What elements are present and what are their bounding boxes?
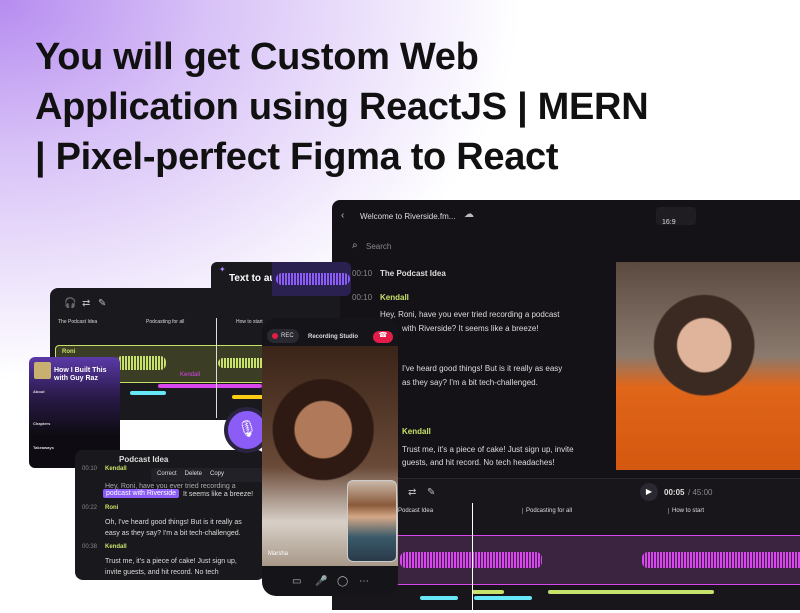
aspect-label: 16:9 [662, 219, 676, 226]
headline-line-3: | Pixel-perfect Figma to React [35, 136, 559, 178]
project-title[interactable]: Welcome to Riverside.fm... [360, 212, 456, 221]
speaker-name: Roni [105, 505, 119, 511]
transcript-line[interactable]: Trust me, it's a piece of cake! Just sig… [402, 445, 574, 454]
chapter-marker[interactable]: Podcasting for all [146, 319, 185, 325]
aspect-ratio-button[interactable]: 16:9 [656, 207, 696, 226]
headphones-icon[interactable]: 🎧 [64, 298, 77, 309]
section-heading: Takeaways [33, 445, 54, 450]
speaker-name: Kendall [105, 544, 127, 550]
magic-icon[interactable]: ✎ [98, 298, 107, 309]
timestamp: 00:10 [82, 466, 98, 472]
correct-button[interactable]: Correct [157, 471, 177, 477]
clip-bar[interactable] [472, 590, 504, 594]
transcript-line[interactable]: easy as they say? I'm a bit tech-challen… [105, 530, 241, 537]
clip-bar[interactable] [232, 395, 264, 399]
text-to-audio-label: Text to au [229, 273, 276, 284]
search-icon: ⌕ [352, 240, 358, 251]
main-window: ‹ Welcome to Riverside.fm... ☁ 16:9 ⌕ Se… [332, 200, 800, 613]
search-input[interactable]: Search [366, 242, 392, 251]
track-label: Roni [62, 349, 76, 355]
current-time: 00:05 [664, 488, 685, 497]
waveform [116, 356, 166, 370]
selected-text[interactable]: podcast with Riverside [103, 489, 180, 498]
podcast-title: How I Built This with Guy Raz [54, 367, 107, 382]
more-icon[interactable]: ⋯ [359, 576, 369, 587]
transcript-line[interactable]: Trust me, it's a piece of cake! Just sig… [105, 558, 237, 565]
rec-badge: REC [267, 329, 299, 343]
speaker-name: Kendall [402, 427, 431, 436]
clip-bar[interactable] [474, 596, 532, 600]
transcript-card: Podcast Idea 00:10 Kendall Correct Delet… [75, 450, 266, 580]
podcast-cover [34, 362, 51, 379]
copy-button[interactable]: Copy [210, 471, 225, 477]
clip-bar[interactable] [130, 391, 166, 395]
transcript-line[interactable]: invite guests, and hit record. No tech [105, 569, 219, 576]
chapter-title: Podcast Idea [119, 455, 169, 464]
track-label: Kendall [180, 372, 201, 378]
rec-label: REC [281, 333, 294, 339]
speaker-name: Kendall [380, 293, 409, 302]
waveform-panel [272, 262, 351, 296]
transcript-line[interactable]: Oh, I've heard good things! But is it re… [105, 519, 242, 526]
end-call-button[interactable]: ☎ [373, 331, 393, 343]
swap-icon[interactable]: ⇄ [82, 298, 91, 309]
playhead[interactable] [216, 318, 217, 418]
chapter-marker[interactable]: How to start [668, 508, 704, 514]
transcript-line[interactable]: as they say? I'm a bit tech-challenged. [402, 378, 538, 387]
transcript-line[interactable]: with Riverside? It seems like a breeze! [402, 324, 539, 333]
context-menu: Correct Delete Copy [151, 468, 266, 482]
chapter-marker[interactable]: Podcasting for all [522, 508, 572, 514]
phone-recording-studio: REC Recording Studio ☎ Marsha ▭ 🎤 ◯ ⋯ [262, 318, 398, 596]
audio-track[interactable] [332, 535, 800, 585]
timestamp: 00:22 [82, 505, 98, 511]
timeline: ⇄ ✎ ▶ 00:05 / 45:00 Podcast Idea Podcast… [332, 478, 800, 613]
transcript-line[interactable]: Hey, Roni, have you ever tried recording… [105, 483, 236, 490]
total-time: / 45:00 [688, 488, 713, 497]
chat-icon[interactable]: ◯ [337, 576, 349, 587]
sparkle-icon: ✦ [219, 265, 226, 274]
waveform [218, 358, 278, 368]
clip-bar[interactable] [548, 590, 714, 594]
mic-icon[interactable]: 🎤 [315, 576, 328, 587]
magic-icon[interactable]: ✎ [427, 487, 436, 498]
waveform [400, 552, 542, 568]
section-heading: About [33, 389, 45, 394]
play-button[interactable]: ▶ [640, 483, 658, 501]
guest-name: Marsha [268, 551, 289, 557]
speaker-name: Kendall [105, 466, 127, 472]
host-video [616, 262, 800, 470]
chapter-marker[interactable]: How to start [236, 319, 263, 325]
transcript-line[interactable]: Hey, Roni, have you ever tried recording… [380, 310, 560, 319]
clip-bar[interactable] [420, 596, 458, 600]
playhead[interactable] [472, 503, 473, 613]
delete-button[interactable]: Delete [184, 471, 203, 477]
timestamp: 00:38 [82, 544, 98, 550]
clip-bar[interactable] [158, 384, 262, 388]
swap-icon[interactable]: ⇄ [408, 487, 417, 498]
chapter-marker[interactable]: Podcast Idea [398, 508, 434, 514]
back-icon[interactable]: ‹ [341, 210, 345, 221]
headline-line-1: You will get Custom Web [35, 36, 479, 78]
headline-line-2: Application using ReactJS | MERN [35, 86, 649, 128]
transcript-line[interactable]: I've heard good things! But is it really… [402, 364, 563, 373]
timestamp: 00:10 [352, 269, 373, 278]
podcast-card[interactable]: How I Built This with Guy Raz About Chap… [29, 357, 120, 468]
text-to-audio-card[interactable]: ✦ Text to au [211, 262, 351, 296]
chapter-marker[interactable]: The Podcast Idea [58, 319, 98, 325]
transcript-line[interactable]: guests, and hit record. No tech headache… [402, 458, 555, 467]
rec-dot-icon [272, 333, 278, 339]
studio-title: Recording Studio [308, 334, 358, 340]
waveform [642, 552, 800, 568]
cloud-icon: ☁ [464, 209, 474, 220]
chapter-title: The Podcast Idea [380, 269, 446, 278]
camera-icon[interactable]: ▭ [292, 576, 302, 587]
section-heading: Chapters [33, 421, 51, 426]
timestamp: 00:10 [352, 293, 373, 302]
self-video-pip[interactable] [347, 480, 397, 562]
transcript-line[interactable]: It seems like a breeze! [183, 491, 254, 498]
